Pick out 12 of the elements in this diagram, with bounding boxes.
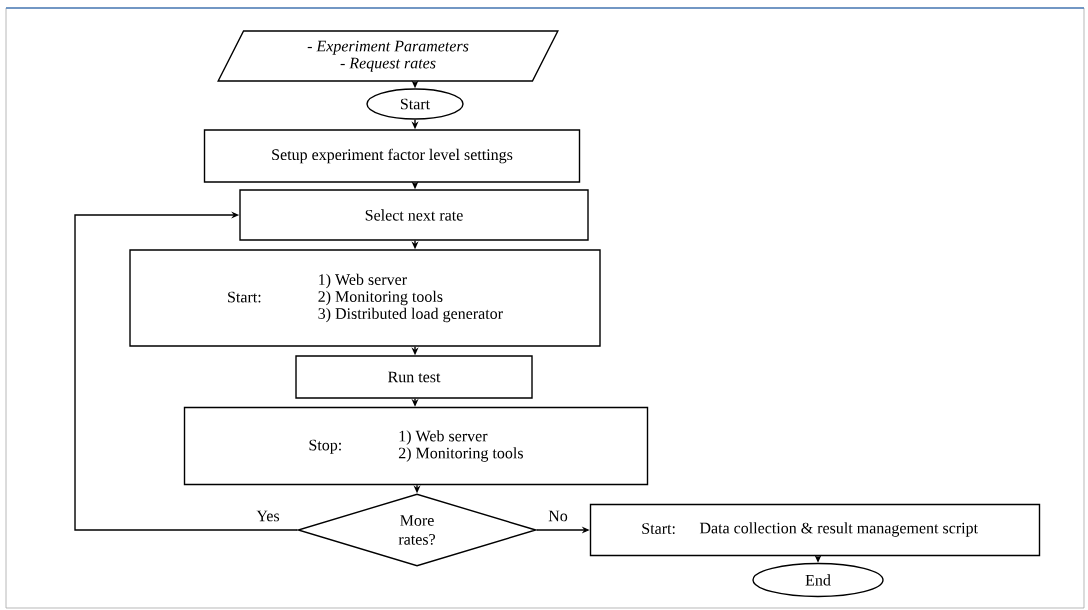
- edge-label: Yes: [255, 509, 281, 523]
- process-box: Setup experiment factor level settings: [203, 129, 581, 183]
- process-box: Select next rate: [239, 189, 589, 241]
- process-box: Stop: 1) Web server 2) Monitoring tools: [183, 406, 649, 486]
- terminal-oval: End: [752, 562, 884, 598]
- process-box: Start: 1) Web server 2) Monitoring tools 3) Distributed load generator: [129, 249, 601, 347]
- terminal-oval: Start: [366, 88, 464, 120]
- input-parallelogram: - Experiment Parameters - Request rates: [217, 30, 559, 82]
- process-box: Run test: [295, 355, 533, 399]
- edge-label: No: [547, 509, 569, 523]
- arrow: [74, 211, 298, 531]
- process-box: Start: Data collection & result management script: [589, 503, 1041, 557]
